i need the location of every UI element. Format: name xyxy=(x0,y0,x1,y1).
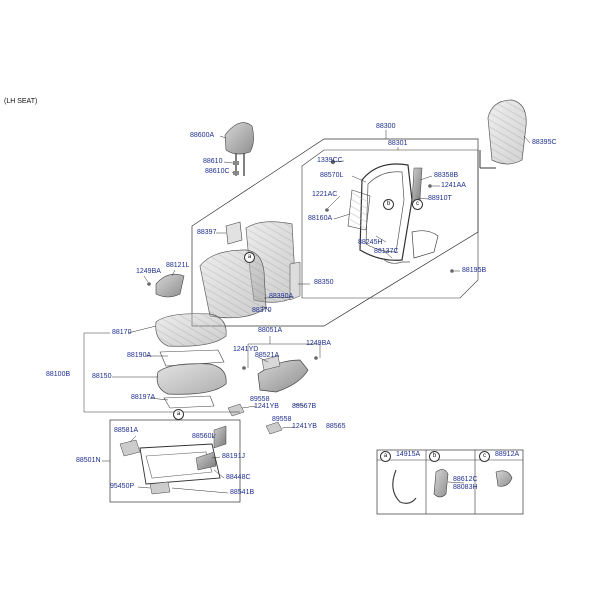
part-88581A[interactable]: 88581A xyxy=(114,427,139,434)
part-88565[interactable]: 88565 xyxy=(326,423,346,430)
part-88160A[interactable]: 88160A xyxy=(308,215,333,222)
part-88121L[interactable]: 88121L xyxy=(166,262,190,269)
part-88397[interactable]: 88397 xyxy=(197,229,217,236)
part-88100B[interactable]: 88100B xyxy=(46,371,71,378)
part-1249BA-shield[interactable]: 1249BA xyxy=(306,340,331,347)
part-1249BA-recliner[interactable]: 1249BA xyxy=(136,268,161,275)
part-88448C[interactable]: 88448C xyxy=(226,474,251,481)
part-88170[interactable]: 88170 xyxy=(112,329,132,336)
part-1221AC[interactable]: 1221AC xyxy=(312,191,338,198)
part-88567B[interactable]: 88567B xyxy=(292,403,317,410)
part-88301[interactable]: 88301 xyxy=(388,140,408,147)
part-88395C[interactable]: 88395C xyxy=(532,139,557,146)
part-88390A[interactable]: 88390A xyxy=(269,293,294,300)
leader-lines xyxy=(83,130,531,494)
legend-callout-a: a xyxy=(380,451,391,462)
cushion-drawing xyxy=(155,313,227,409)
part-88300[interactable]: 88300 xyxy=(376,123,396,130)
part-1241YD[interactable]: 1241YD xyxy=(233,346,259,353)
part-88245H[interactable]: 88245H xyxy=(358,239,383,246)
part-89558-lower[interactable]: 89558 xyxy=(272,416,292,423)
part-88190A[interactable]: 88190A xyxy=(127,352,152,359)
part-89558-upper[interactable]: 89558 xyxy=(250,396,270,403)
legend-part-drawings xyxy=(392,469,513,504)
part-88197A[interactable]: 88197A xyxy=(131,394,156,401)
legend-part-14915A[interactable]: 14915A xyxy=(396,451,421,458)
legend-callout-c: c xyxy=(479,451,490,462)
part-88910T[interactable]: 88910T xyxy=(428,195,452,202)
callout-b-frame: b xyxy=(383,199,394,210)
part-1241AA[interactable]: 1241AA xyxy=(441,182,466,189)
part-88610[interactable]: 88610 xyxy=(203,158,223,165)
callout-a-cushion: a xyxy=(173,409,184,420)
back-cover-drawing xyxy=(479,99,527,169)
track-drawing xyxy=(119,425,227,495)
part-88195B[interactable]: 88195B xyxy=(462,267,487,274)
backrest-cover-drawing xyxy=(199,221,301,319)
legend-frame xyxy=(376,449,524,515)
part-88370[interactable]: 88370 xyxy=(252,307,272,314)
part-88610C[interactable]: 88610C xyxy=(205,168,230,175)
part-88570L[interactable]: 88570L xyxy=(320,172,344,179)
part-88358B[interactable]: 88358B xyxy=(434,172,459,179)
part-88191J[interactable]: 88191J xyxy=(222,453,245,460)
legend-part-88083H[interactable]: 88083H xyxy=(453,484,478,491)
callout-c-frame: c xyxy=(412,199,423,210)
part-95450P[interactable]: 95450P xyxy=(110,483,135,490)
recliner-cover-drawing xyxy=(155,273,185,298)
legend-part-88612C[interactable]: 88612C xyxy=(453,476,478,483)
part-88501N[interactable]: 88501N xyxy=(76,457,101,464)
part-1339CC[interactable]: 1339CC xyxy=(317,157,343,164)
part-88051A[interactable]: 88051A xyxy=(258,327,283,334)
part-88521A[interactable]: 88521A xyxy=(255,352,280,359)
part-88560L[interactable]: 88560L xyxy=(192,433,216,440)
part-88137C[interactable]: 88137C xyxy=(374,248,399,255)
part-1241YB-upper[interactable]: 1241YB xyxy=(254,403,279,410)
part-88541B[interactable]: 88541B xyxy=(230,489,255,496)
legend-part-88912A[interactable]: 88912A xyxy=(495,451,520,458)
part-88350[interactable]: 88350 xyxy=(314,279,334,286)
backrest-subgroup-frame xyxy=(301,149,479,299)
headrest-drawing xyxy=(224,122,254,176)
part-1241YB-lower[interactable]: 1241YB xyxy=(292,423,317,430)
callout-a-backrest: a xyxy=(244,252,255,263)
part-88600A[interactable]: 88600A xyxy=(190,132,215,139)
part-88150[interactable]: 88150 xyxy=(92,373,112,380)
legend-callout-b: b xyxy=(429,451,440,462)
seat-side-label: (LH SEAT) xyxy=(4,98,38,105)
side-shield-drawing xyxy=(227,355,318,435)
